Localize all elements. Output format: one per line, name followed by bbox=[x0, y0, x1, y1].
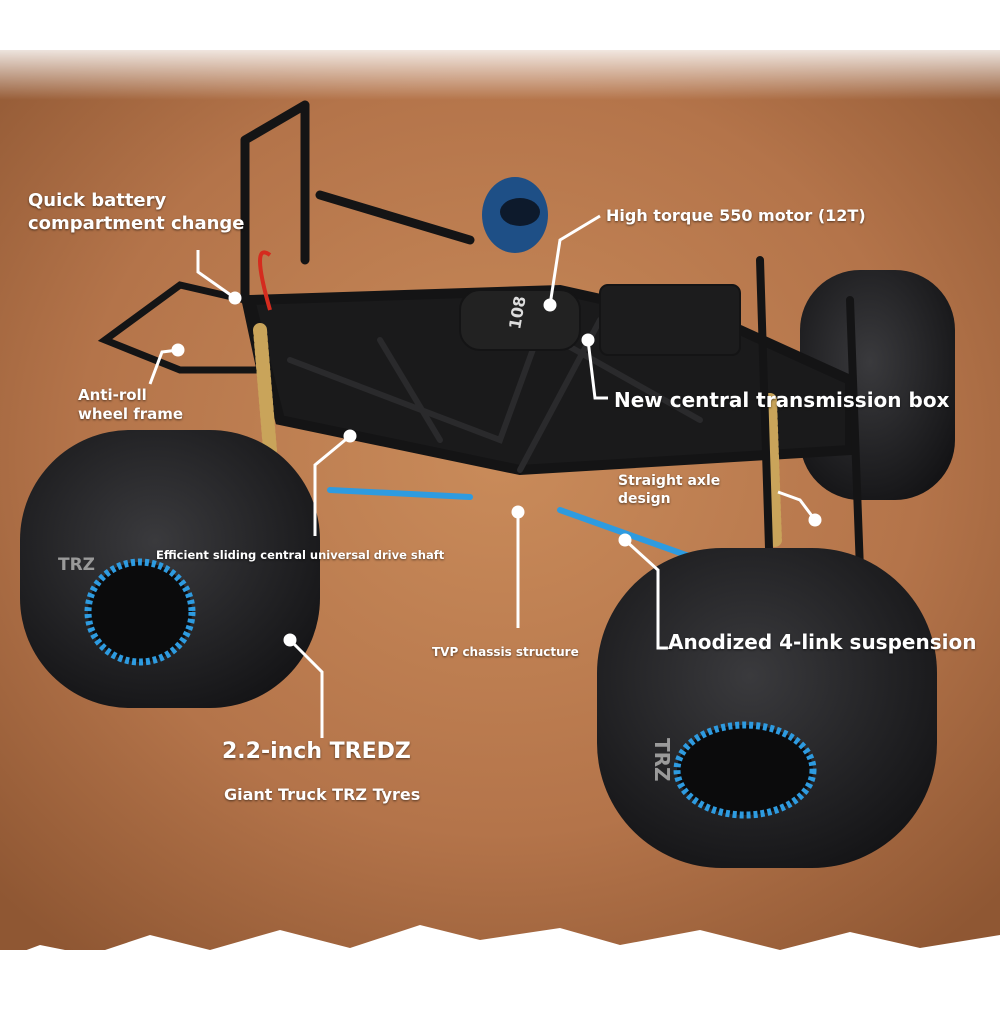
leader-lines bbox=[148, 214, 822, 738]
label-anti-roll: Anti-roll wheel frame bbox=[78, 386, 183, 424]
label-line: design bbox=[618, 490, 671, 507]
label-battery: Quick battery compartment change bbox=[28, 190, 245, 235]
label-line: Quick battery bbox=[28, 190, 167, 211]
label-line: Straight axle bbox=[618, 473, 721, 489]
label-suspension: Anodized 4-link suspension bbox=[668, 630, 977, 654]
tire-brand-logo: TRZ bbox=[58, 555, 95, 575]
label-chassis: TVP chassis structure bbox=[432, 645, 579, 659]
label-tyre-title: 2.2-inch TREDZ bbox=[222, 739, 411, 764]
label-line: compartment change bbox=[28, 212, 245, 234]
label-line: wheel frame bbox=[78, 404, 184, 423]
label-line: Anti-roll bbox=[78, 386, 147, 404]
label-axle: Straight axle design bbox=[618, 473, 720, 508]
driver-figure bbox=[482, 177, 548, 253]
label-drive-shaft: Efficient sliding central universal driv… bbox=[156, 548, 445, 562]
chassis bbox=[97, 100, 864, 584]
label-tyre-subtitle: Giant Truck TRZ Tyres bbox=[224, 785, 421, 804]
torn-paper-edge bbox=[0, 925, 1000, 1012]
label-motor: High torque 550 motor (12T) bbox=[606, 206, 866, 225]
front-left-tire: TRZ bbox=[20, 430, 320, 708]
tire-brand-logo: TRZ bbox=[650, 738, 674, 782]
label-transmission: New central transmission box bbox=[614, 388, 950, 412]
front-right-tire: TRZ bbox=[597, 548, 937, 868]
